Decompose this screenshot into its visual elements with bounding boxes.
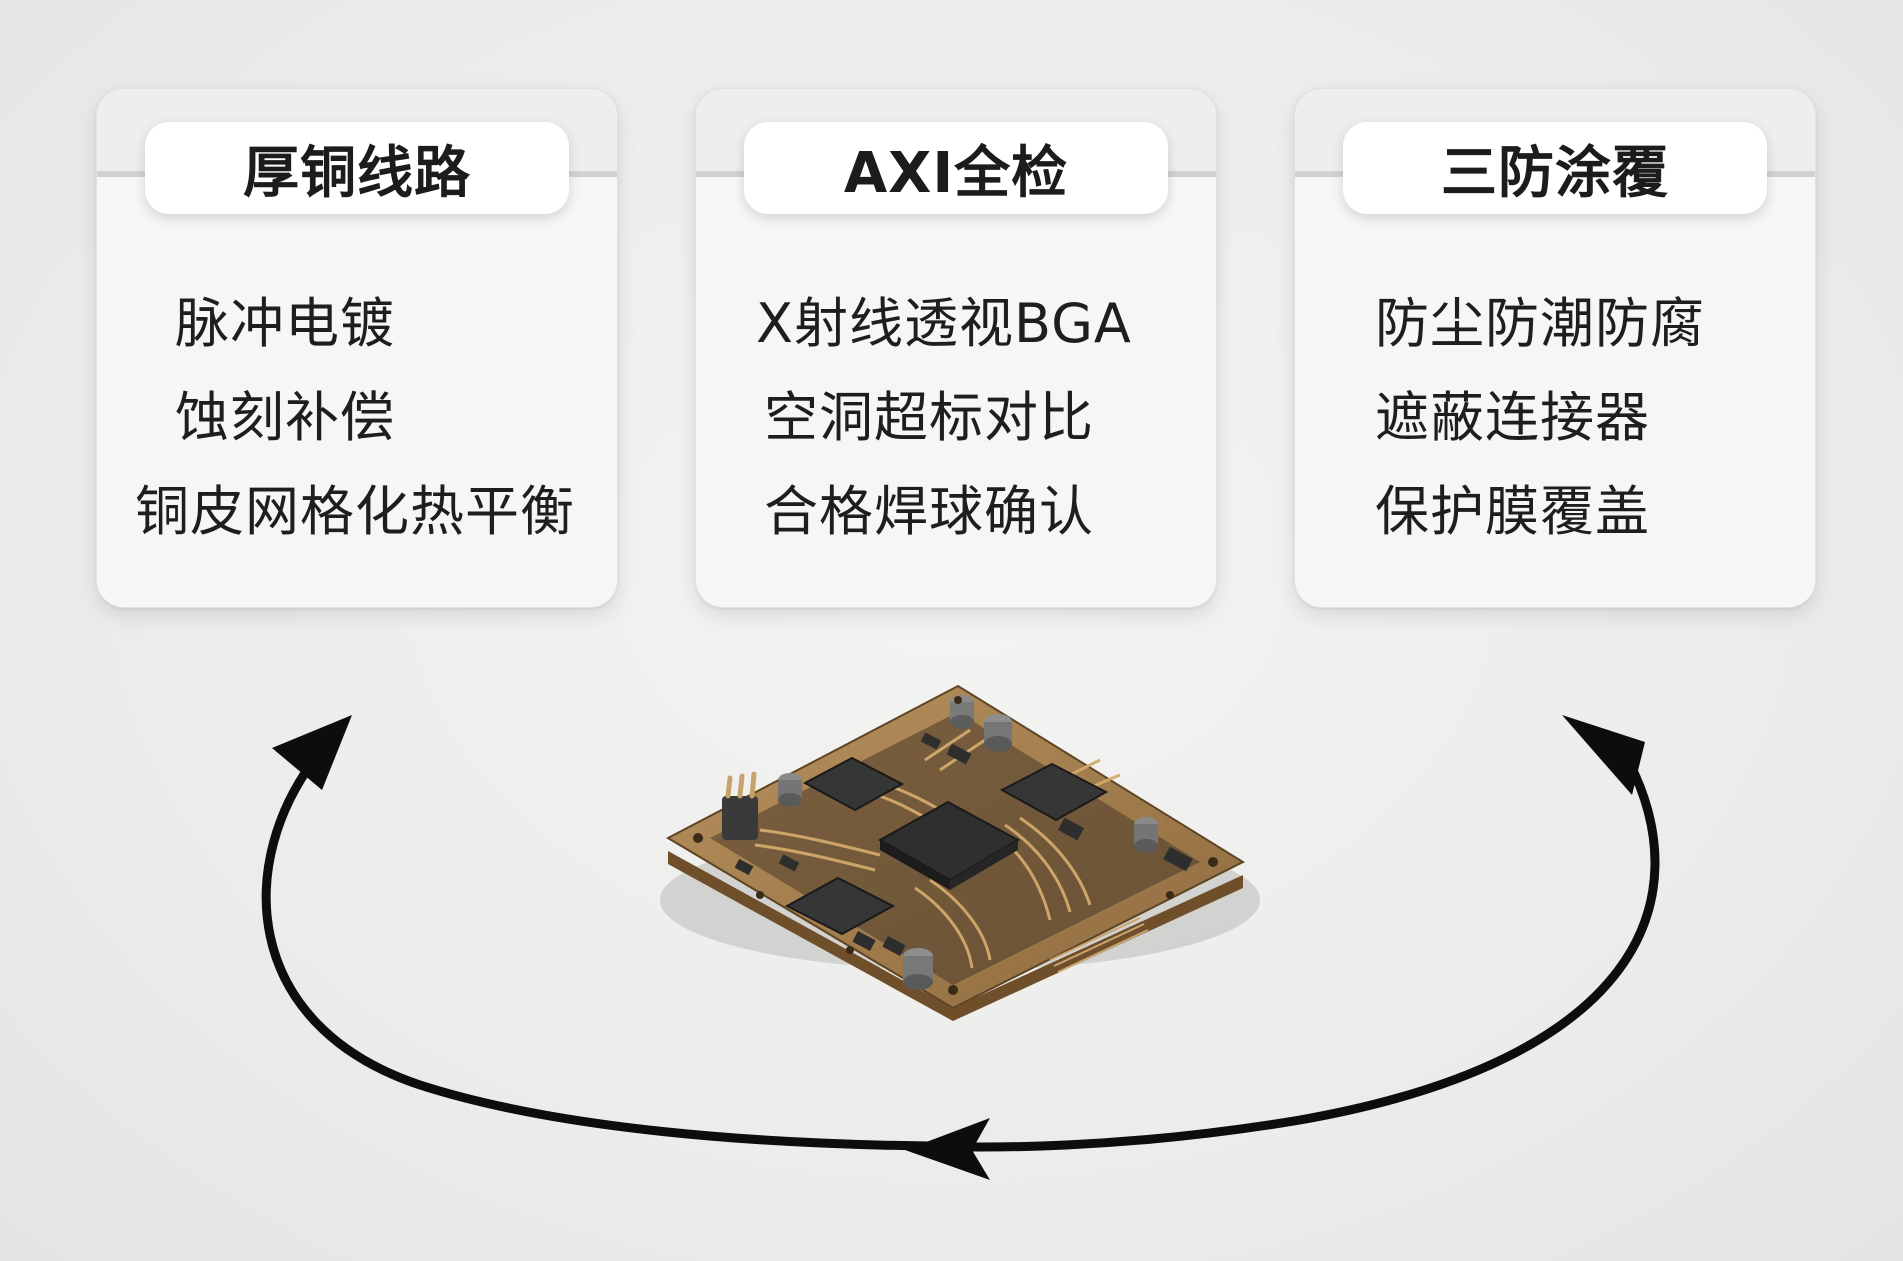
card-item: 合格焊球确认 [764, 480, 1094, 543]
card-item: X射线透视BGA [756, 292, 1132, 355]
card-item: 遮蔽连接器 [1375, 386, 1650, 449]
card-item-list: X射线透视BGA 空洞超标对比 合格焊球确认 [696, 277, 1216, 559]
process-card-thick-copper: 厚铜线路 脉冲电镀 蚀刻补偿 铜皮网格化热平衡 [96, 88, 618, 608]
card-item: 蚀刻补偿 [175, 386, 395, 449]
process-card-axi: AXI全检 X射线透视BGA 空洞超标对比 合格焊球确认 [695, 88, 1217, 608]
card-title: 三防涂覆 [1343, 122, 1767, 214]
process-card-conformal-coating: 三防涂覆 防尘防潮防腐 遮蔽连接器 保护膜覆盖 [1294, 88, 1816, 608]
card-item: 铜皮网格化热平衡 [135, 480, 575, 543]
card-title: 厚铜线路 [145, 122, 569, 214]
card-item: 防尘防潮防腐 [1375, 292, 1705, 355]
card-item: 空洞超标对比 [764, 386, 1094, 449]
card-title: AXI全检 [744, 122, 1168, 214]
card-item-list: 脉冲电镀 蚀刻补偿 铜皮网格化热平衡 [97, 277, 617, 559]
card-item: 脉冲电镀 [175, 292, 395, 355]
card-item: 保护膜覆盖 [1375, 480, 1650, 543]
card-item-list: 防尘防潮防腐 遮蔽连接器 保护膜覆盖 [1295, 277, 1815, 559]
